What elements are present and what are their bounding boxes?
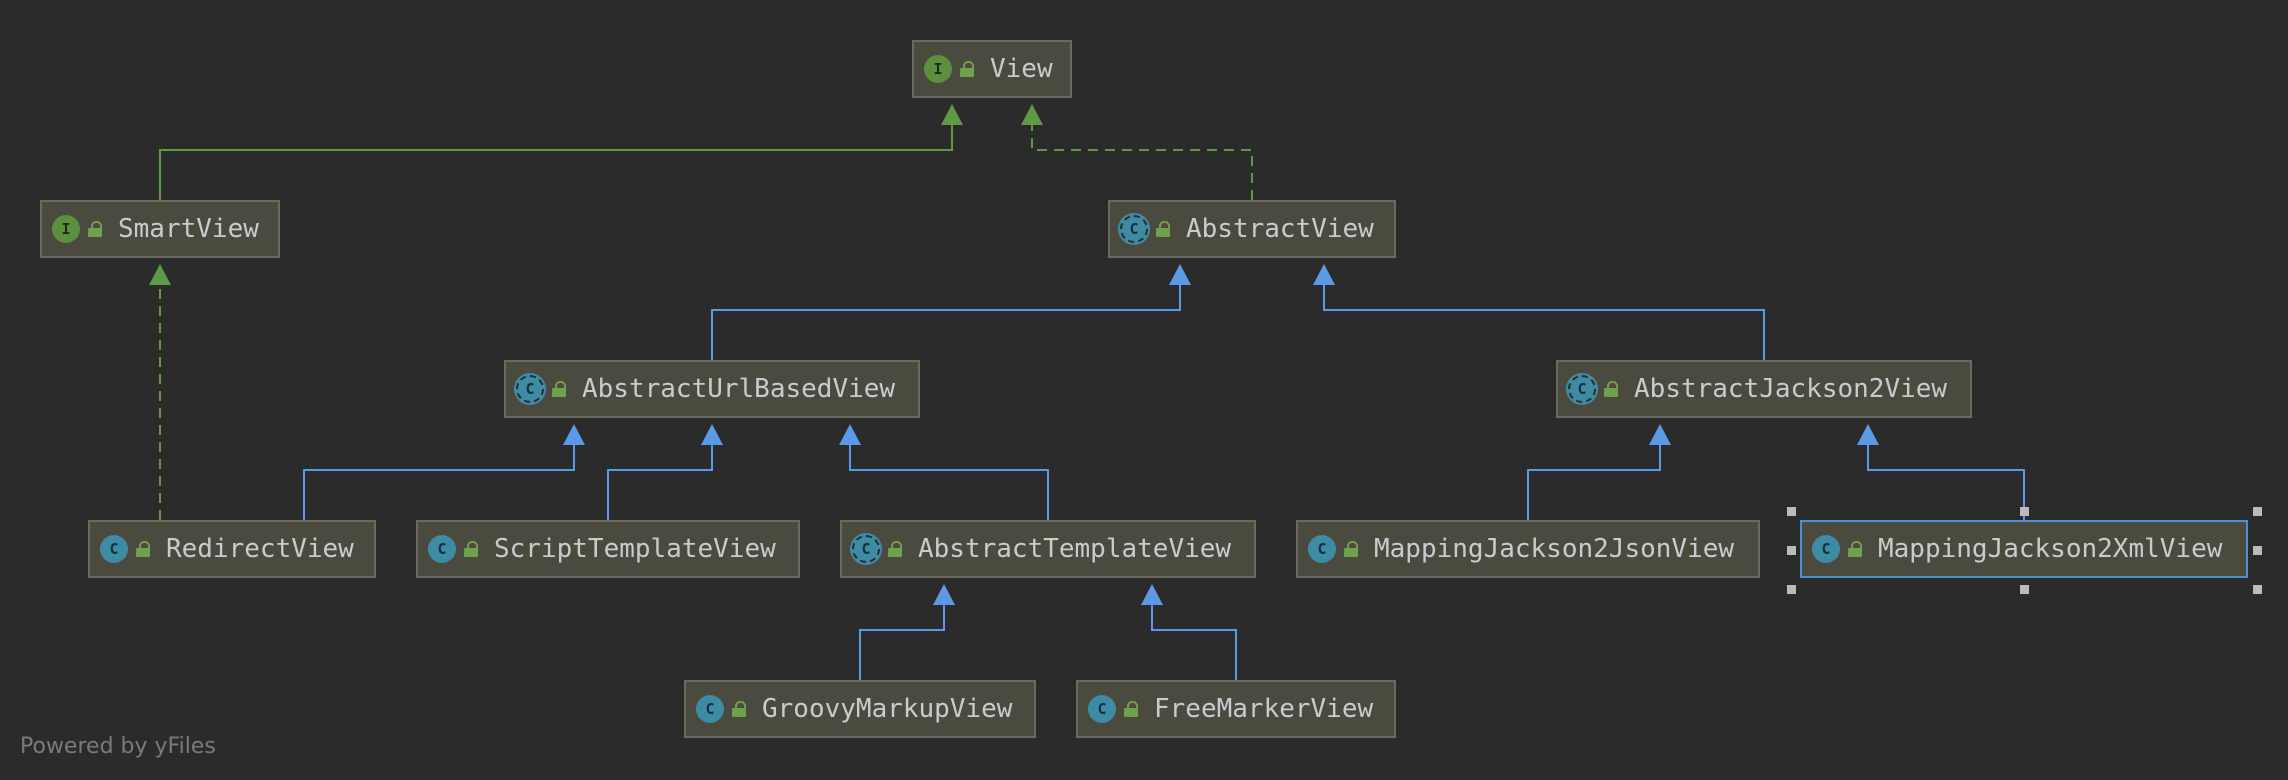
public-lock-icon xyxy=(732,701,746,717)
edge-smartview-to-view xyxy=(159,104,963,200)
edge-scripttemplateview-to-abstracturlbasedview xyxy=(607,424,723,520)
edge-redirectview-to-abstracturlbasedview xyxy=(303,424,585,520)
node-label: SmartView xyxy=(118,214,259,244)
inheritance-arrowhead xyxy=(1141,584,1163,605)
node-label: AbstractUrlBasedView xyxy=(582,374,896,404)
abstract-class-icon: C xyxy=(1120,215,1148,243)
inheritance-arrowhead xyxy=(563,424,585,445)
inheritance-arrowhead xyxy=(933,584,955,605)
edge-groovymarkupview-to-abstracttemplateview xyxy=(859,584,955,680)
edge-redirectview-to-smartview xyxy=(149,264,171,520)
edge-abstracttemplateview-to-abstracturlbasedview xyxy=(839,424,1049,520)
node-label: MappingJackson2JsonView xyxy=(1374,534,1735,564)
edge-line xyxy=(1323,284,1765,360)
class-node-smartview[interactable]: I SmartView xyxy=(40,200,280,258)
inheritance-arrowhead xyxy=(1169,264,1191,285)
edge-mappingjackson2xmlview-to-abstractjackson2view xyxy=(1857,424,2025,520)
public-lock-icon xyxy=(88,221,102,237)
public-lock-icon xyxy=(1604,381,1618,397)
inheritance-arrowhead xyxy=(1857,424,1879,445)
inheritance-arrowhead xyxy=(941,104,963,125)
resize-handle[interactable] xyxy=(1787,585,1796,594)
edge-line xyxy=(1527,444,1661,520)
public-lock-icon xyxy=(960,61,974,77)
class-node-abstracttemplateview[interactable]: C AbstractTemplateView xyxy=(840,520,1256,578)
public-lock-icon xyxy=(1344,541,1358,557)
class-node-groovymarkupview[interactable]: C GroovyMarkupView xyxy=(684,680,1036,738)
inheritance-arrowhead xyxy=(1649,424,1671,445)
inheritance-arrowhead xyxy=(701,424,723,445)
abstract-class-icon: C xyxy=(852,535,880,563)
resize-handle[interactable] xyxy=(2020,507,2029,516)
class-node-mappingjackson2jsonview[interactable]: C MappingJackson2JsonView xyxy=(1296,520,1760,578)
resize-handle[interactable] xyxy=(2020,585,2029,594)
node-label: AbstractJackson2View xyxy=(1634,374,1948,404)
class-node-abstractview[interactable]: C AbstractView xyxy=(1108,200,1396,258)
node-label: MappingJackson2XmlView xyxy=(1878,534,2223,564)
class-node-abstracturlbasedview[interactable]: C AbstractUrlBasedView xyxy=(504,360,920,418)
node-label: AbstractView xyxy=(1186,214,1374,244)
node-label: FreeMarkerView xyxy=(1154,694,1374,724)
class-icon: C xyxy=(1088,695,1116,723)
edge-line xyxy=(711,284,1181,360)
interface-icon: I xyxy=(52,215,80,243)
class-node-view[interactable]: I View xyxy=(912,40,1072,98)
public-lock-icon xyxy=(136,541,150,557)
inheritance-arrowhead xyxy=(1313,264,1335,285)
resize-handle[interactable] xyxy=(2253,507,2262,516)
edge-line xyxy=(1151,604,1237,680)
class-icon: C xyxy=(100,535,128,563)
class-node-abstractjackson2view[interactable]: C AbstractJackson2View xyxy=(1556,360,1972,418)
class-icon: C xyxy=(1308,535,1336,563)
public-lock-icon xyxy=(552,381,566,397)
edge-line xyxy=(1867,444,2025,520)
abstract-class-icon: C xyxy=(516,375,544,403)
class-icon: C xyxy=(428,535,456,563)
edge-mappingjackson2jsonview-to-abstractjackson2view xyxy=(1527,424,1671,520)
resize-handle[interactable] xyxy=(2253,585,2262,594)
interface-icon: I xyxy=(924,55,952,83)
edge-abstracturlbasedview-to-abstractview xyxy=(711,264,1191,360)
edge-abstractview-to-view xyxy=(1021,104,1253,200)
class-icon: C xyxy=(1812,535,1840,563)
edge-line xyxy=(849,444,1049,520)
node-label: AbstractTemplateView xyxy=(918,534,1232,564)
abstract-class-icon: C xyxy=(1568,375,1596,403)
resize-handle[interactable] xyxy=(2253,546,2262,555)
inheritance-arrowhead xyxy=(839,424,861,445)
edge-abstractjackson2view-to-abstractview xyxy=(1313,264,1765,360)
edge-line xyxy=(159,124,953,200)
class-node-scripttemplateview[interactable]: C ScriptTemplateView xyxy=(416,520,800,578)
inheritance-arrowhead xyxy=(1021,104,1043,125)
public-lock-icon xyxy=(1156,221,1170,237)
edge-freemarkerview-to-abstracttemplateview xyxy=(1141,584,1237,680)
powered-by-label: Powered by yFiles xyxy=(20,734,216,759)
public-lock-icon xyxy=(1124,701,1138,717)
public-lock-icon xyxy=(1848,541,1862,557)
edge-line xyxy=(303,444,575,520)
edge-line xyxy=(859,604,945,680)
resize-handle[interactable] xyxy=(1787,546,1796,555)
node-label: ScriptTemplateView xyxy=(494,534,776,564)
node-label: View xyxy=(990,54,1053,84)
node-label: RedirectView xyxy=(166,534,354,564)
class-node-mappingjackson2xmlview[interactable]: C MappingJackson2XmlView xyxy=(1800,520,2248,578)
resize-handle[interactable] xyxy=(1787,507,1796,516)
node-label: GroovyMarkupView xyxy=(762,694,1013,724)
public-lock-icon xyxy=(888,541,902,557)
class-icon: C xyxy=(696,695,724,723)
edge-line xyxy=(607,444,713,520)
class-node-redirectview[interactable]: C RedirectView xyxy=(88,520,376,578)
public-lock-icon xyxy=(464,541,478,557)
class-node-freemarkerview[interactable]: C FreeMarkerView xyxy=(1076,680,1396,738)
edge-line xyxy=(1031,124,1253,200)
inheritance-arrowhead xyxy=(149,264,171,285)
